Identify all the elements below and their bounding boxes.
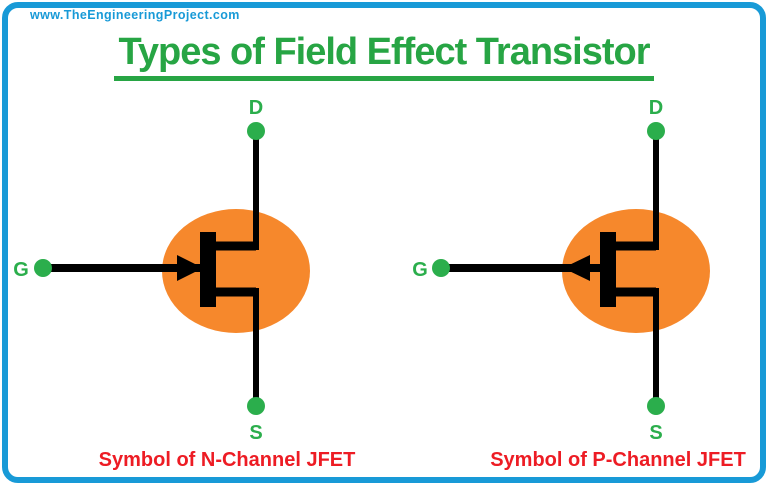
gate-arrow-in xyxy=(177,255,203,281)
drain-label: D xyxy=(249,97,263,119)
title-wrap: Types of Field Effect Transistor xyxy=(0,33,768,81)
p-channel-jfet-symbol: D S G xyxy=(412,97,710,444)
source-terminal-dot xyxy=(647,397,665,415)
drain-terminal-dot xyxy=(647,122,665,140)
drain-terminal-dot xyxy=(247,122,265,140)
channel-body-ellipse xyxy=(562,209,710,333)
n-channel-jfet-symbol: D S G xyxy=(13,97,310,444)
source-label: S xyxy=(649,422,662,444)
source-terminal-dot xyxy=(247,397,265,415)
gate-arrow-out xyxy=(563,255,590,281)
gate-label: G xyxy=(13,259,29,281)
drain-label: D xyxy=(649,97,663,119)
channel-body-ellipse xyxy=(162,209,310,333)
source-label: S xyxy=(249,422,262,444)
gate-label: G xyxy=(412,259,428,281)
p-channel-caption: Symbol of P-Channel JFET xyxy=(490,449,746,471)
gate-terminal-dot xyxy=(34,259,52,277)
page-title: Types of Field Effect Transistor xyxy=(114,33,654,81)
gate-terminal-dot xyxy=(432,259,450,277)
watermark: www.TheEngineeringProject.com xyxy=(30,8,240,22)
n-channel-caption: Symbol of N-Channel JFET xyxy=(98,449,356,471)
